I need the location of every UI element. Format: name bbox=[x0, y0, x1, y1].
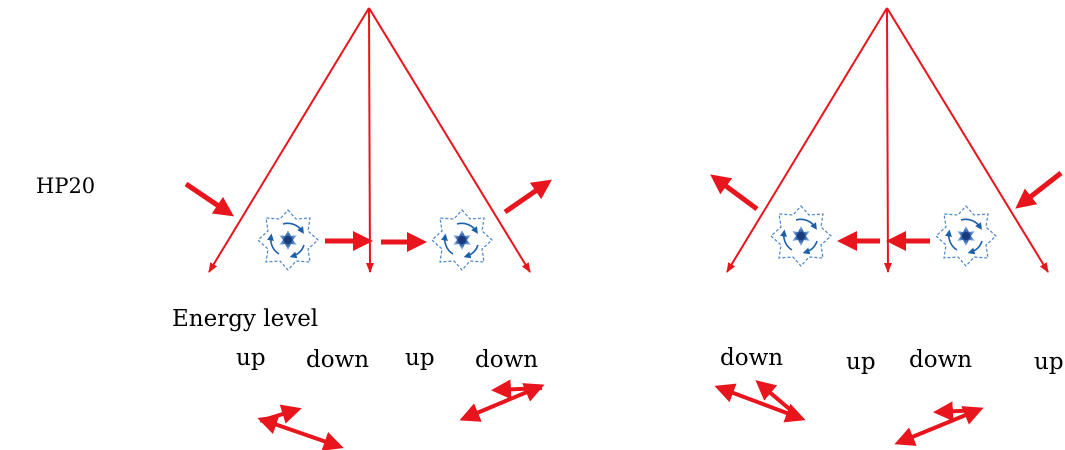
right-double-arrow-2 bbox=[755, 380, 802, 420]
level-word: up bbox=[846, 349, 876, 375]
vortex-icon bbox=[258, 210, 318, 270]
right-fan-line-center bbox=[883, 7, 892, 273]
left-double-arrow-1 bbox=[257, 415, 344, 450]
left-fan-line-center bbox=[365, 7, 374, 273]
level-word: down bbox=[475, 347, 539, 373]
level-word: up bbox=[236, 345, 266, 371]
right-double-arrow-1 bbox=[714, 383, 806, 423]
level-word: up bbox=[405, 345, 435, 371]
hp-label: HP20 bbox=[36, 174, 96, 198]
vortex-icon bbox=[936, 206, 996, 266]
right-panel bbox=[710, 7, 1063, 446]
level-word: down bbox=[306, 347, 370, 373]
left-panel bbox=[184, 7, 552, 450]
right-incoming-arrow bbox=[1015, 171, 1063, 209]
vortex-icon bbox=[432, 210, 492, 270]
right-fan bbox=[726, 7, 1049, 273]
left-incoming-arrow bbox=[184, 181, 234, 217]
right-fan-line-right bbox=[886, 7, 1049, 273]
right-outgoing-arrow bbox=[710, 174, 759, 212]
right-double-arrow-3 bbox=[894, 406, 984, 446]
right-double-arrow-4 bbox=[933, 401, 979, 422]
energy-level-label: Energy level bbox=[172, 306, 319, 332]
left-fan-line-right bbox=[368, 7, 531, 273]
level-word: down bbox=[720, 345, 784, 371]
left-fan bbox=[208, 7, 531, 273]
left-double-arrow-3 bbox=[459, 383, 545, 422]
left-fan-line-left bbox=[208, 7, 370, 273]
right-fan-line-left bbox=[726, 7, 888, 273]
left-outgoing-arrow bbox=[503, 179, 552, 215]
left-double-arrow-2 bbox=[259, 404, 302, 424]
level-word: down bbox=[909, 347, 973, 373]
level-word: up bbox=[1034, 349, 1064, 375]
left-double-arrow-4 bbox=[491, 379, 543, 400]
vortex-icon bbox=[771, 206, 831, 266]
